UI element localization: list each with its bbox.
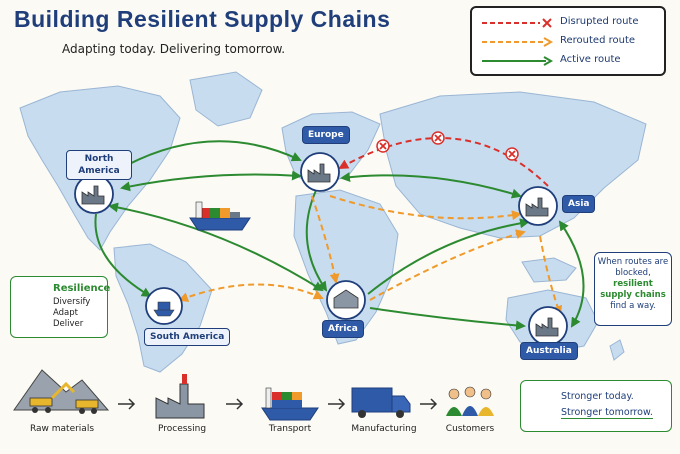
reroute-europe-africa	[311, 195, 340, 284]
route-asia-australia	[558, 220, 585, 328]
callout-line-2: resilient supply chains	[600, 279, 666, 300]
warehouse-icon	[333, 289, 359, 309]
route-na-europe-bottom	[120, 170, 302, 192]
disruption-x-icon	[505, 147, 519, 161]
route-na-south-america	[94, 213, 152, 298]
route-africa-asia	[367, 218, 530, 295]
ship-icon	[153, 301, 175, 317]
cargo-ship-icon	[189, 201, 251, 231]
resilience-box: Resilience Diversify Adapt Deliver	[10, 276, 111, 338]
node-north-america	[74, 174, 114, 214]
customers-icon	[446, 386, 494, 416]
callout-line-1: When routes are blocked,	[597, 257, 669, 278]
label-europe: Europe	[302, 126, 350, 144]
disrupted-asia-europe	[338, 136, 549, 187]
delivery-truck-icon	[351, 387, 411, 418]
reroute-asia-australia	[539, 235, 563, 316]
raw-materials-icon	[13, 369, 110, 414]
legend-item-active: Active route	[472, 52, 664, 70]
node-asia	[518, 186, 558, 226]
factory-icon	[525, 197, 549, 217]
active-line-icon	[482, 56, 554, 66]
legend-item-rerouted: Rerouted route	[472, 33, 664, 51]
processing-icon	[155, 374, 205, 419]
node-africa	[326, 280, 366, 320]
stronger-line-2: Stronger tomorrow.	[561, 407, 653, 419]
reroute-africa-asia	[369, 229, 526, 301]
flow-label-customers: Customers	[445, 424, 495, 434]
factory-icon	[81, 185, 105, 205]
label-north-america: North America	[66, 150, 132, 180]
node-europe	[300, 152, 340, 192]
rerouted-routes	[178, 195, 563, 316]
reroute-south-america-africa	[178, 283, 324, 302]
transport-ship-icon	[261, 387, 319, 421]
disruption-x-icon	[431, 131, 445, 145]
disrupted-line-icon	[482, 18, 552, 28]
greenland-landmass	[189, 71, 263, 127]
route-africa-australia	[369, 307, 526, 331]
arrow-right-icon	[420, 398, 438, 410]
label-africa: Africa	[322, 320, 364, 338]
arrow-right-icon	[118, 398, 136, 410]
resilience-item: Deliver	[53, 319, 84, 329]
diagram-title: Building Resilient Supply Chains	[14, 6, 391, 32]
flow-label-transport: Transport	[268, 424, 312, 434]
legend-label-active: Active route	[560, 54, 621, 65]
arrow-right-icon	[328, 398, 346, 410]
flow-label-raw-materials: Raw materials	[29, 424, 95, 434]
flow-label-manufacturing: Manufacturing	[351, 424, 417, 434]
stronger-line-1: Stronger today.	[561, 391, 634, 402]
legend-label-disrupted: Disrupted route	[560, 16, 639, 27]
new-zealand-landmass	[609, 339, 625, 361]
route-na-africa	[108, 202, 324, 292]
callout-note: When routes are blocked, resilient suppl…	[594, 252, 672, 326]
disruption-x-icon	[376, 139, 390, 153]
resilience-item: Diversify	[53, 297, 91, 307]
legend-item-disrupted: Disrupted route	[472, 14, 664, 32]
reroute-europe-asia	[329, 195, 522, 221]
route-europe-asia	[340, 172, 522, 199]
diagram-subtitle: Adapting today. Delivering tomorrow.	[62, 42, 286, 56]
disruption-x-markers	[376, 131, 519, 161]
node-south-america	[145, 287, 183, 325]
node-australia	[528, 306, 568, 346]
label-australia: Australia	[520, 342, 578, 360]
flow-label-processing: Processing	[157, 424, 207, 434]
factory-icon	[307, 163, 331, 183]
disrupted-routes	[338, 136, 549, 187]
stronger-box: Stronger today. Stronger tomorrow.	[520, 380, 672, 432]
factory-icon	[535, 317, 559, 337]
label-south-america: South America	[144, 328, 231, 346]
callout-line-3: find a way.	[610, 301, 656, 311]
legend: Disrupted route Rerouted route Active ro…	[470, 6, 666, 76]
legend-label-rerouted: Rerouted route	[560, 35, 636, 46]
route-na-europe-top	[116, 140, 302, 171]
arrow-right-icon	[226, 398, 244, 410]
rerouted-line-icon	[482, 37, 554, 47]
label-asia: Asia	[562, 195, 596, 213]
flow-arrows	[118, 398, 438, 410]
resilience-item: Adapt	[53, 308, 78, 318]
resilience-title: Resilience	[53, 283, 111, 294]
